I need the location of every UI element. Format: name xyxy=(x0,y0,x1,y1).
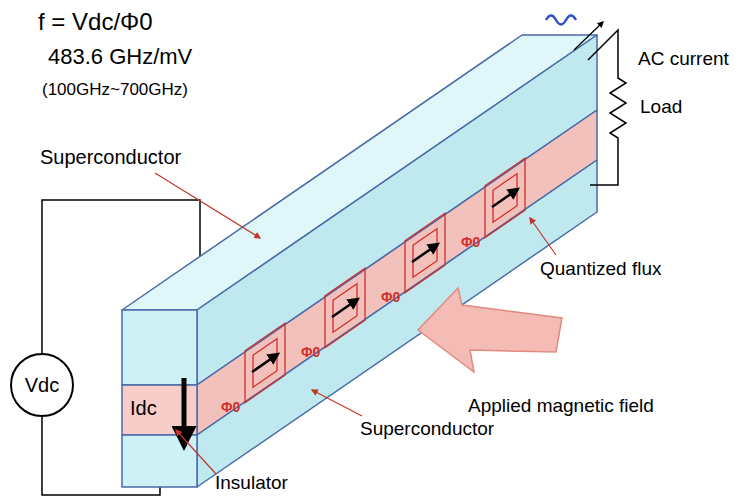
part-name: Load xyxy=(640,96,682,118)
ac-wave-symbol xyxy=(546,16,576,25)
flux-quantum: Φ0 xyxy=(461,234,480,250)
frequency-range: (100GHz~700GHz) xyxy=(42,80,188,100)
flux-quantum: Φ0 xyxy=(301,344,320,360)
part-name: Insulator xyxy=(215,472,288,494)
field-name: Applied magnetic field xyxy=(468,395,654,417)
voltage-source: Vdc xyxy=(10,353,74,417)
source-label: Vdc xyxy=(25,374,59,396)
conversion-factor: 483.6 GHz/mV xyxy=(48,44,192,69)
signal-name: Idc xyxy=(130,397,157,420)
flux-quantum: Φ0 xyxy=(221,399,240,415)
load-circuit xyxy=(588,30,626,185)
part-name: Quantized flux xyxy=(540,258,661,280)
part-name: Superconductor xyxy=(360,418,494,440)
signal-name: AC current xyxy=(638,48,729,70)
flux-loops xyxy=(245,158,525,403)
flux-quantum: Φ0 xyxy=(381,289,400,305)
leader-lines xyxy=(155,173,556,474)
ac-current-arrow xyxy=(574,22,603,50)
frequency-formula: f = Vdc/Φ0 xyxy=(38,8,153,36)
current-arrow xyxy=(182,378,187,446)
dc-wires xyxy=(42,200,200,495)
junction-block xyxy=(122,35,597,487)
field-arrow xyxy=(418,288,562,372)
part-name: Superconductor xyxy=(40,146,181,169)
